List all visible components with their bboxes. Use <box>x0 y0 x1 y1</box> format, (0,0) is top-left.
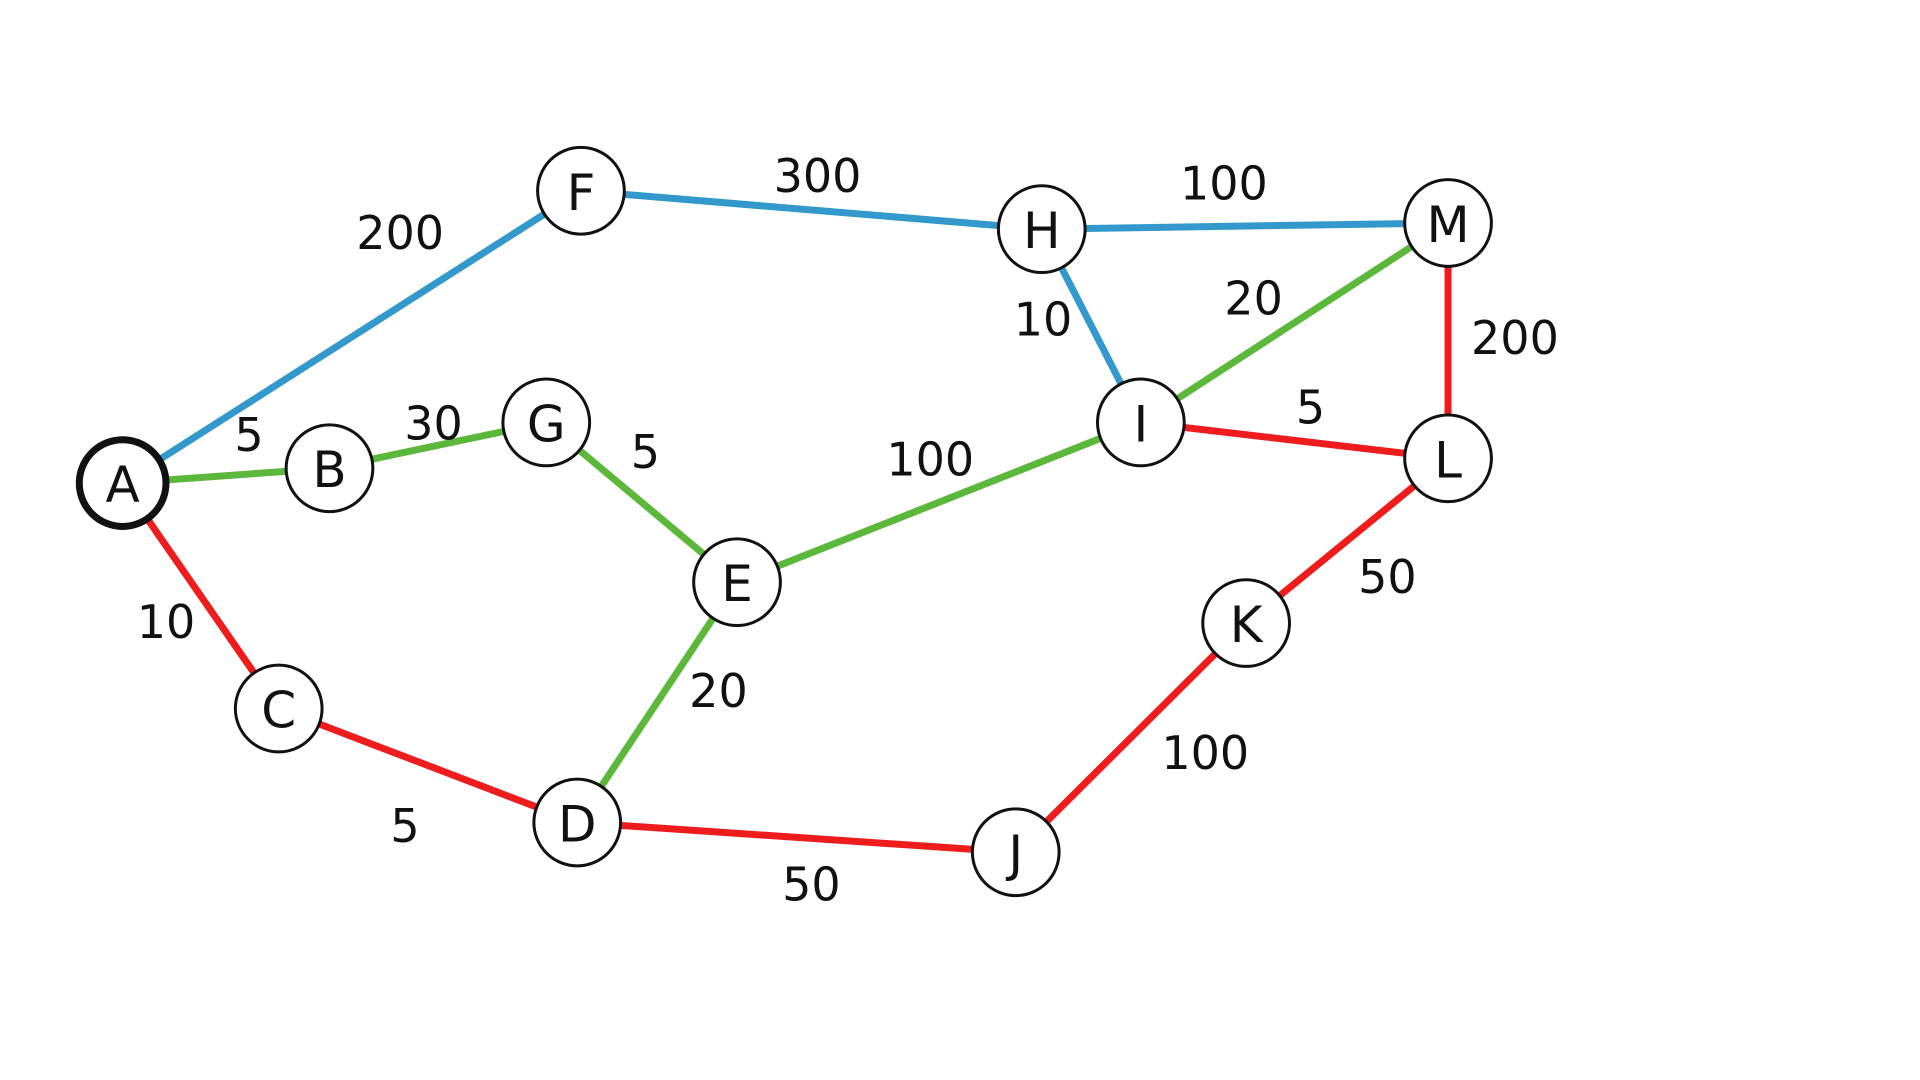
node-circle-M <box>1403 178 1493 268</box>
node-circle-K <box>1201 578 1291 668</box>
node-label-K: K <box>1230 596 1264 654</box>
node-circle-D <box>532 777 623 868</box>
node-G: G <box>501 377 592 468</box>
node-label-B: B <box>312 441 346 499</box>
edge-weight-B-G: 30 <box>404 397 463 451</box>
edge-weight-F-H: 300 <box>774 149 862 203</box>
edge-weight-I-M: 20 <box>1224 272 1283 326</box>
edge-weight-H-M: 100 <box>1180 156 1268 210</box>
nodes-layer: A B C D E F G H I J K L M <box>75 145 1493 898</box>
edge-H-M <box>1038 219 1452 233</box>
node-label-L: L <box>1434 431 1462 489</box>
edge-J-K <box>1012 619 1250 856</box>
node-label-J: J <box>1005 825 1023 883</box>
node-label-G: G <box>527 395 566 453</box>
edge-I-M <box>1137 219 1452 426</box>
edge-weight-D-J: 50 <box>782 857 841 911</box>
node-circle-B <box>284 423 375 514</box>
node-circle-H <box>996 184 1087 275</box>
node-label-E: E <box>721 555 753 613</box>
node-label-C: C <box>261 682 296 740</box>
edge-weight-E-I: 100 <box>886 433 974 487</box>
node-circle-L <box>1403 413 1493 504</box>
edge-weight-A-C: 10 <box>137 595 196 649</box>
edge-I-L <box>1137 418 1452 462</box>
edge-D-J <box>573 819 1020 856</box>
edge-weight-G-E: 5 <box>631 425 660 479</box>
node-label-F: F <box>567 164 596 222</box>
node-label-A: A <box>106 456 140 514</box>
edge-weight-K-L: 50 <box>1358 550 1417 604</box>
node-label-D: D <box>558 796 597 854</box>
edge-weight-E-D: 20 <box>689 664 748 718</box>
node-M: M <box>1403 178 1493 268</box>
edge-weight-M-L: 200 <box>1471 311 1559 365</box>
node-circle-A <box>75 436 170 530</box>
node-I: I <box>1095 377 1186 468</box>
edge-weight-A-B: 5 <box>234 408 263 462</box>
node-K: K <box>1201 578 1291 668</box>
edge-weight-H-I: 10 <box>1014 293 1073 347</box>
node-J: J <box>970 807 1061 898</box>
node-C: C <box>233 663 324 754</box>
node-H: H <box>996 184 1087 275</box>
node-D: D <box>532 777 623 868</box>
edge-C-D <box>275 705 581 827</box>
edge-weight-J-K: 100 <box>1161 726 1249 780</box>
edge-weight-labels: 200 300 100 10 5 30 5 100 20 20 10 5 50 100 50 5 200 <box>137 149 1559 912</box>
node-circle-C <box>233 663 324 754</box>
edge-A-F <box>119 187 585 487</box>
edge-weight-C-D: 5 <box>390 799 419 853</box>
node-A: A <box>75 436 170 530</box>
node-circle-I <box>1095 377 1186 468</box>
node-L: L <box>1403 413 1493 504</box>
node-label-I: I <box>1133 395 1148 453</box>
node-label-H: H <box>1023 202 1061 260</box>
node-circle-J <box>970 807 1061 898</box>
edge-F-H <box>577 187 1046 233</box>
node-B: B <box>284 423 375 514</box>
edge-weight-A-F: 200 <box>356 206 444 260</box>
node-E: E <box>692 537 782 628</box>
node-circle-E <box>692 537 782 628</box>
edge-E-D <box>573 578 741 827</box>
node-circle-G <box>501 377 592 468</box>
node-circle-F <box>536 145 626 236</box>
edge-E-I <box>733 418 1145 586</box>
edge-weight-I-L: 5 <box>1296 381 1325 435</box>
node-F: F <box>536 145 626 236</box>
node-label-M: M <box>1426 196 1469 254</box>
